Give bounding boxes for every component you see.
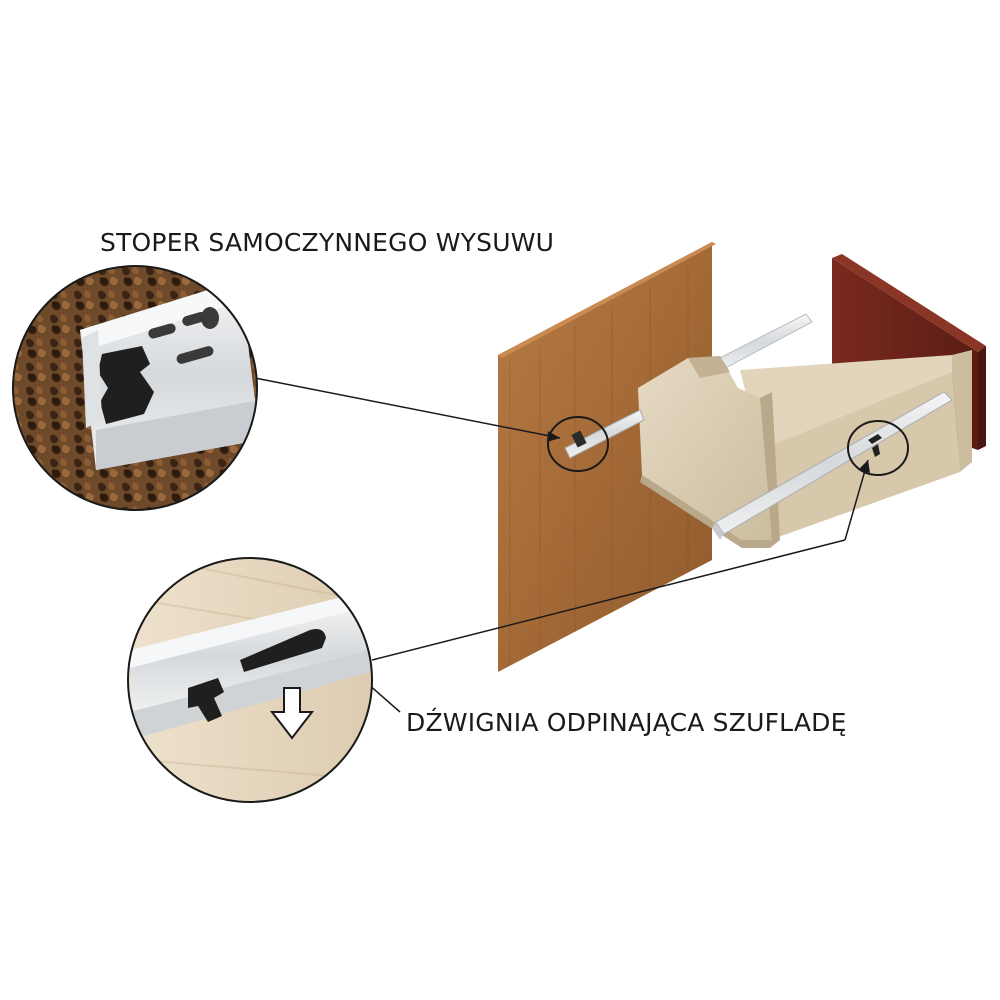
callout-line-stopper [254,377,561,442]
label-stopper: STOPER SAMOCZYNNEGO WYSUWU [100,228,555,257]
detail-marker-stopper [547,416,609,472]
label-lever: DŹWIGNIA ODPINAJĄCA SZUFLADĘ [406,708,847,737]
arrow-down-icon [269,687,315,740]
rail-cabinet [564,409,645,459]
zoom-detail-stopper [12,265,258,511]
zoom-detail-lever [127,557,373,803]
lever-detail-small [868,434,882,457]
rail-far [711,313,813,373]
stopper-part [98,346,154,424]
lever-part [240,629,326,672]
detail-marker-lever [847,420,909,476]
rail-near [712,391,953,540]
